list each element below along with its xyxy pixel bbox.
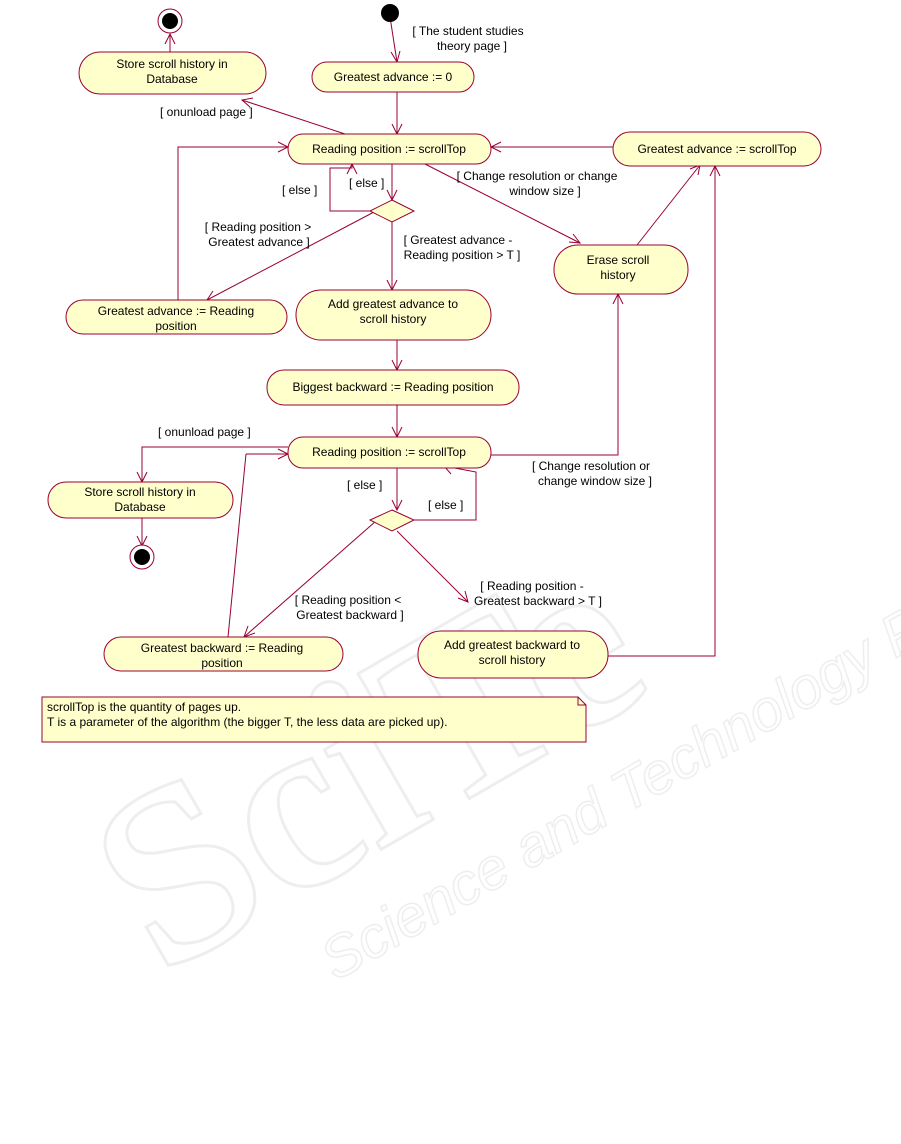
activity-greatest-backward-reading: Greatest backward := Reading position: [103, 636, 344, 672]
svg-text:Biggest backward := Reading po: Biggest backward := Reading position: [292, 380, 493, 394]
svg-text:Database: Database: [114, 500, 166, 514]
svg-text:[ The student studies: [ The student studies: [412, 24, 523, 38]
svg-text:[ else ]: [ else ]: [349, 176, 384, 190]
svg-text:Add greatest advance to: Add greatest advance to: [328, 297, 458, 311]
svg-text:[ else ]: [ else ]: [347, 478, 382, 492]
svg-text:[ else ]: [ else ]: [282, 183, 317, 197]
guard-else-left-bottom: [ else ]: [347, 478, 382, 492]
svg-text:scroll history: scroll history: [360, 312, 427, 326]
guard-change-resolution-bottom: [ Change resolution or change window siz…: [532, 459, 652, 488]
end-node-bottom: [129, 544, 155, 570]
svg-text:Database: Database: [146, 72, 198, 86]
svg-text:Reading position := scrollTop: Reading position := scrollTop: [312, 445, 466, 459]
svg-text:change window size ]: change window size ]: [538, 474, 652, 488]
activity-greatest-advance-scrolltop: Greatest advance := scrollTop: [612, 131, 822, 167]
guard-onunload-top: [ onunload page ]: [160, 105, 253, 119]
guard-reading-lt-backward: [ Reading position < Greatest backward ]: [295, 593, 404, 622]
start-node: [381, 4, 399, 22]
svg-text:[ else ]: [ else ]: [428, 498, 463, 512]
activity-greatest-advance-zero: Greatest advance := 0: [311, 61, 475, 93]
diagram-note: scrollTop is the quantity of pages up. T…: [41, 696, 587, 743]
svg-text:[ Reading position >: [ Reading position >: [205, 220, 311, 234]
activity-reading-position-2: Reading position := scrollTop: [287, 436, 492, 469]
svg-text:[ Reading position -: [ Reading position -: [480, 579, 583, 593]
activity-greatest-advance-reading: Greatest advance := Reading position: [65, 299, 288, 335]
guard-else-right-bottom: [ else ]: [428, 498, 463, 512]
decision-diamond-2: [368, 509, 416, 532]
svg-text:[ onunload page ]: [ onunload page ]: [160, 105, 253, 119]
svg-text:Greatest advance := 0: Greatest advance := 0: [334, 70, 453, 84]
svg-text:[ onunload page ]: [ onunload page ]: [158, 425, 251, 439]
guard-change-resolution-top: [ Change resolution or change window siz…: [457, 169, 618, 198]
activity-store-scroll-history-top: Store scroll history in Database: [78, 51, 267, 95]
diagram-edges: [136, 16, 721, 657]
end-node-top: [157, 8, 183, 34]
svg-text:Greatest advance := Reading: Greatest advance := Reading: [98, 304, 254, 318]
svg-text:window size ]: window size ]: [508, 184, 580, 198]
svg-text:Store scroll history in: Store scroll history in: [116, 57, 227, 71]
svg-text:Store scroll history in: Store scroll history in: [84, 485, 195, 499]
svg-text:Add greatest backward to: Add greatest backward to: [444, 638, 580, 652]
activity-store-scroll-history-bottom: Store scroll history in Database: [47, 481, 234, 519]
guard-reading-gt-advance: [ Reading position > Greatest advance ]: [205, 220, 311, 249]
activity-add-greatest-backward: Add greatest backward to scroll history: [417, 630, 609, 679]
svg-text:history: history: [600, 268, 635, 282]
svg-text:Reading position > T ]: Reading position > T ]: [404, 248, 521, 262]
activity-erase-scroll-history: Erase scroll history: [553, 244, 689, 295]
guard-onunload-bottom: [ onunload page ]: [158, 425, 251, 439]
note-line-1: scrollTop is the quantity of pages up.: [47, 700, 241, 714]
guard-reading-minus-backward: [ Reading position - Greatest backward >…: [474, 579, 602, 608]
guard-else-left-top: [ else ]: [282, 183, 317, 197]
svg-text:Greatest backward > T ]: Greatest backward > T ]: [474, 594, 602, 608]
guard-else-right-top: [ else ]: [349, 176, 384, 190]
svg-text:[ Reading position <: [ Reading position <: [295, 593, 401, 607]
note-line-2: T is a parameter of the algorithm (the b…: [47, 715, 447, 729]
svg-text:Erase scroll: Erase scroll: [587, 253, 650, 267]
svg-text:theory page ]: theory page ]: [437, 39, 507, 53]
svg-text:Greatest backward ]: Greatest backward ]: [296, 608, 403, 622]
guard-advance-minus-reading: [ Greatest advance - Reading position > …: [404, 233, 521, 262]
svg-text:Reading position := scrollTop: Reading position := scrollTop: [312, 142, 466, 156]
svg-text:Greatest backward := Reading: Greatest backward := Reading: [141, 641, 303, 655]
svg-text:[ Greatest advance -: [ Greatest advance -: [404, 233, 513, 247]
svg-text:scroll history: scroll history: [479, 653, 546, 667]
svg-text:Greatest advance ]: Greatest advance ]: [208, 235, 309, 249]
svg-text:position: position: [155, 319, 196, 333]
activity-reading-position-1: Reading position := scrollTop: [287, 133, 492, 165]
svg-text:[ Change resolution or change: [ Change resolution or change: [457, 169, 618, 183]
decision-diamond-1: [368, 199, 416, 223]
activity-biggest-backward: Biggest backward := Reading position: [266, 369, 520, 406]
svg-text:Greatest advance := scrollTop: Greatest advance := scrollTop: [637, 142, 796, 156]
svg-text:position: position: [201, 656, 242, 670]
svg-text:[ Change resolution or: [ Change resolution or: [532, 459, 650, 473]
activity-add-greatest-advance: Add greatest advance to scroll history: [295, 289, 492, 341]
guard-student-studies: [ The student studies theory page ]: [412, 24, 523, 53]
